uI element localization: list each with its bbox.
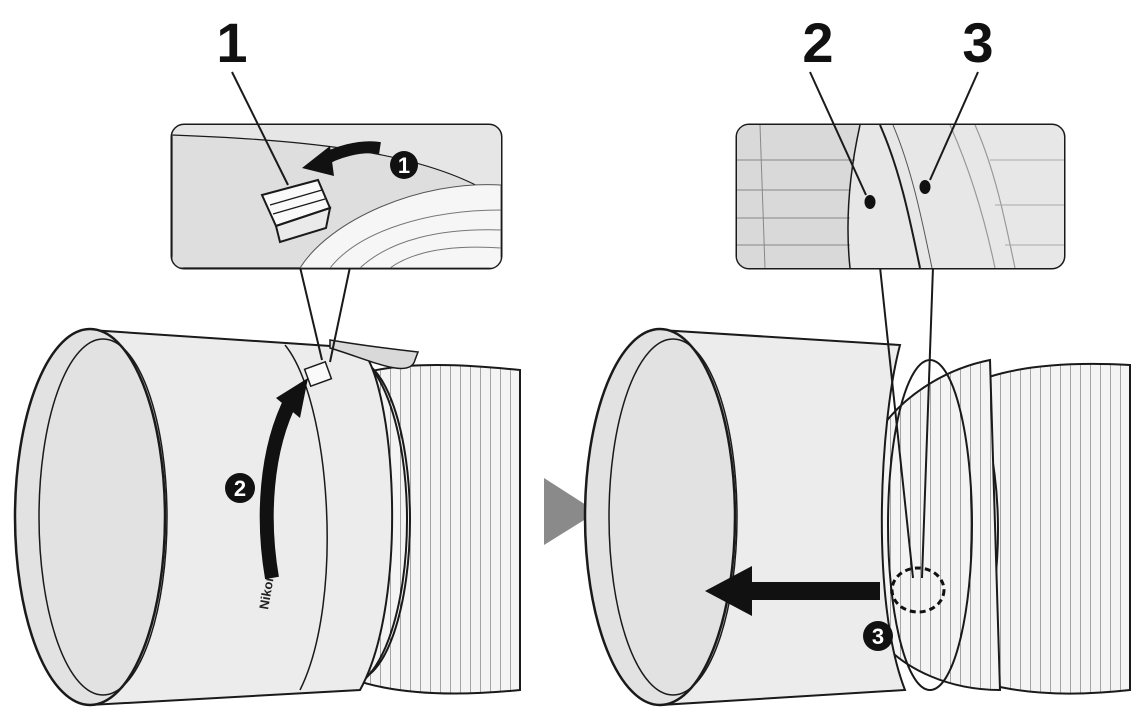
callout-2: 2 <box>802 11 833 74</box>
lock-switch-detail <box>260 178 332 244</box>
lens-hood-left: Nikon <box>13 327 420 707</box>
brand-logo: Nikon <box>256 572 277 610</box>
inset-leader-left <box>299 266 323 361</box>
inset-leader-right-r <box>921 266 934 579</box>
slide-arrow <box>302 141 381 176</box>
left-panel: Nikon 2 <box>13 11 521 707</box>
next-step-arrow <box>544 478 597 545</box>
rotate-arrow <box>259 378 308 580</box>
step-3-label: 3 <box>872 624 884 649</box>
lens-hood-right <box>583 327 907 707</box>
callout-2-line <box>809 71 867 196</box>
step-1-label: 1 <box>398 153 410 178</box>
lens-mount-ring <box>879 358 1002 692</box>
right-panel: 3 <box>583 11 1131 707</box>
inset-zoom-right <box>735 123 1066 270</box>
alignment-highlight <box>890 566 946 614</box>
step-2-label: 2 <box>234 476 246 501</box>
callout-1-line <box>231 71 289 186</box>
callout-3-line <box>929 71 979 181</box>
hood-index-dot <box>864 195 876 209</box>
lock-switch-small <box>303 360 333 388</box>
callout-1: 1 <box>216 11 247 74</box>
callout-3: 3 <box>962 11 993 74</box>
mount-index-dot <box>919 180 931 194</box>
inset-leader-right <box>329 266 351 363</box>
step-3-badge: 3 <box>863 621 893 651</box>
step-1-badge: 1 <box>390 151 418 179</box>
pull-arrow <box>705 566 880 616</box>
step-2-badge: 2 <box>225 473 255 503</box>
inset-leader-left-r <box>879 266 914 579</box>
inset-zoom-left: 1 <box>170 123 503 270</box>
